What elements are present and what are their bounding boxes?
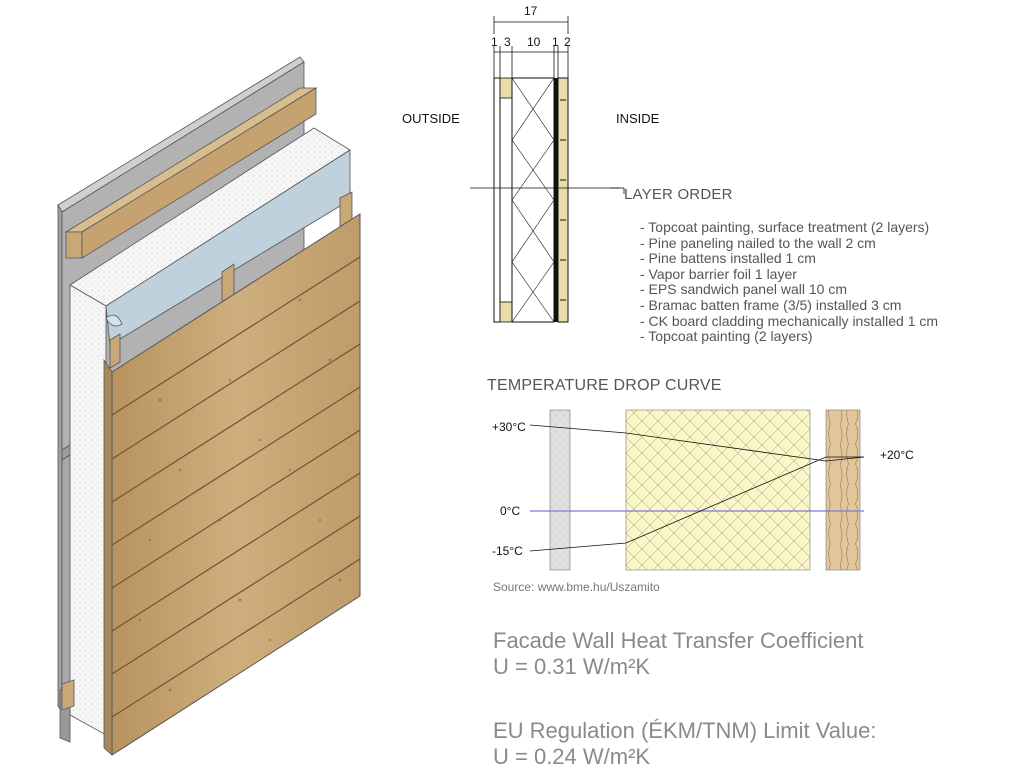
outer-board-layer xyxy=(549,409,571,571)
dim-part-2: 3 xyxy=(504,35,511,49)
inside-label: INSIDE xyxy=(616,111,660,126)
layer-item: - Pine paneling nailed to the wall 2 cm xyxy=(640,234,876,251)
temperature-curve-title: TEMPERATURE DROP CURVE xyxy=(487,377,722,394)
wood-layer xyxy=(825,409,861,571)
layer-item: - Bramac batten frame (3/5) installed 3 … xyxy=(640,296,902,313)
wall-isometric-illustration xyxy=(57,56,361,756)
outside-label: OUTSIDE xyxy=(402,111,460,126)
eps-insulation xyxy=(69,127,351,736)
layer-item: - Topcoat painting (2 layers) xyxy=(640,328,813,345)
temperature-lines xyxy=(530,424,865,552)
leader-line xyxy=(610,187,625,194)
eu-limit-value: U = 0.24 W/m²K xyxy=(493,744,651,769)
dimension-lines xyxy=(493,16,569,78)
insulation-hatch xyxy=(511,77,555,323)
layer-item: - Pine battens installed 1 cm xyxy=(640,250,816,267)
dim-part-3: 10 xyxy=(527,35,541,49)
insulation-layer xyxy=(625,409,811,571)
dim-total: 17 xyxy=(524,4,538,18)
layer-item: - CK board cladding mechanically install… xyxy=(640,312,939,329)
layer-item: - EPS sandwich panel wall 10 cm xyxy=(640,281,847,298)
facade-coefficient-value: U = 0.31 W/m²K xyxy=(493,654,651,679)
temperature-curve-diagram xyxy=(530,409,865,571)
dim-part-1: 1 xyxy=(491,35,498,49)
temp-label-zero: 0°C xyxy=(500,504,521,518)
temp-label-top: +30°C xyxy=(492,420,526,434)
top-batten xyxy=(64,87,318,259)
dim-part-5: 2 xyxy=(564,35,571,49)
temp-label-inside: +20°C xyxy=(880,448,914,462)
batten-stubs xyxy=(109,191,353,369)
source-note: Source: www.bme.hu/Uszamito xyxy=(493,580,660,594)
wall-cross-section xyxy=(470,16,620,323)
facade-coefficient-title: Facade Wall Heat Transfer Coefficient xyxy=(493,628,864,653)
pine-paneling xyxy=(103,213,361,756)
nails xyxy=(560,99,566,301)
layer-item: - Topcoat painting, surface treatment (2… xyxy=(640,219,930,235)
dim-part-4: 1 xyxy=(552,35,559,49)
layer-order-title: LAYER ORDER xyxy=(624,186,733,203)
bottom-plate xyxy=(59,679,75,743)
temp-label-bottom: -15°C xyxy=(492,544,523,558)
layer-order-list: - Topcoat painting, surface treatment (2… xyxy=(640,219,939,345)
eu-limit-title: EU Regulation (ÉKM/TNM) Limit Value: xyxy=(493,718,877,743)
layer-item: - Vapor barrier foil 1 layer xyxy=(640,265,797,282)
